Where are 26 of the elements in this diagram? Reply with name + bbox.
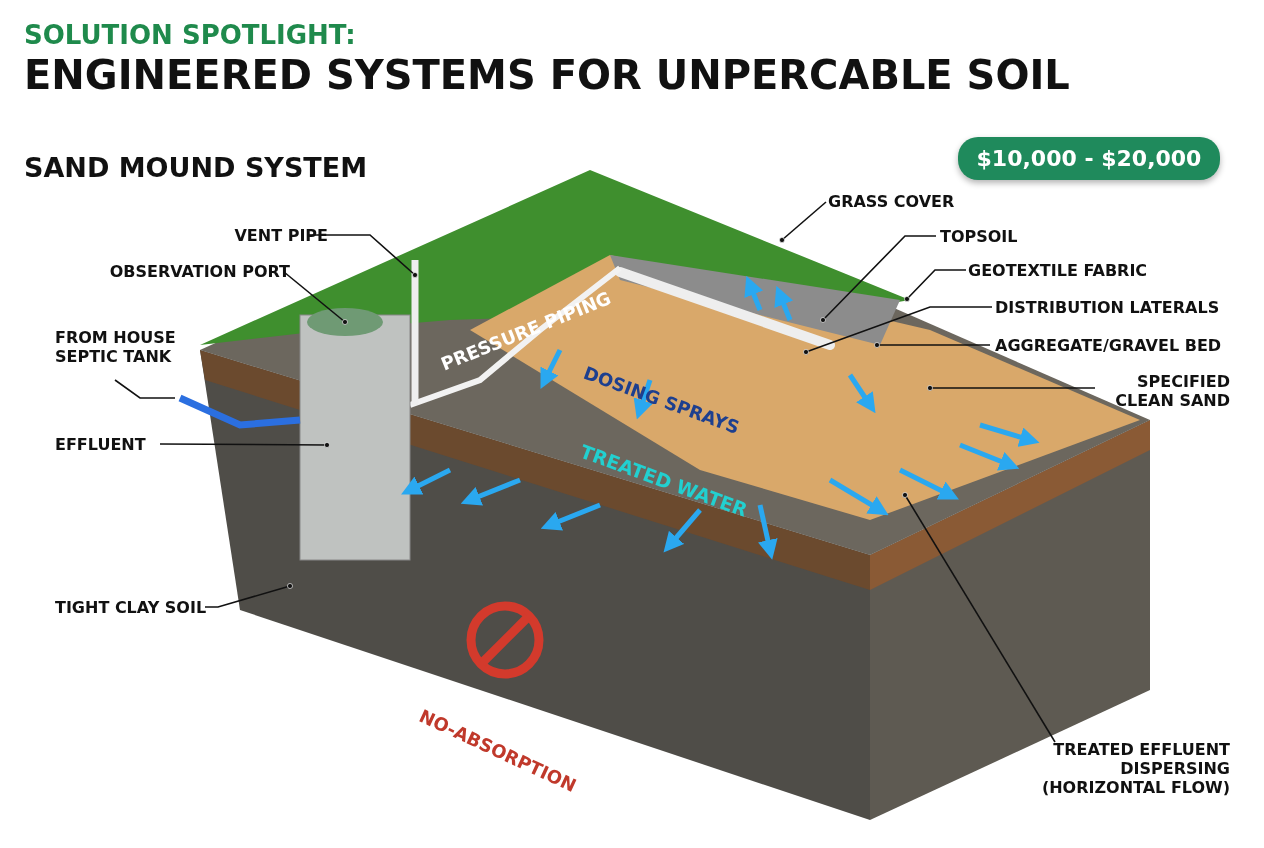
leader-line (159, 442, 330, 448)
leader-line (902, 492, 1056, 743)
callout-label: GEOTEXTILE FABRIC (968, 261, 1168, 280)
leader-line (779, 201, 827, 243)
leader-line (283, 271, 348, 325)
leader-line (204, 583, 293, 608)
price-badge: $10,000 - $20,000 (958, 137, 1220, 180)
callout-label: SPECIFIED CLEAN SAND (1100, 372, 1230, 410)
system-name: SAND MOUND SYSTEM (24, 152, 368, 183)
callout-label: TIGHT CLAY SOIL (55, 598, 215, 617)
leader-line (820, 235, 937, 323)
callout-label: TOPSOIL (940, 227, 1040, 246)
callout-label: DISTRIBUTION LATERALS (995, 298, 1225, 317)
callout-label: AGGREGATE/GRAVEL BED (995, 336, 1235, 355)
callout-label: FROM HOUSE SEPTIC TANK (55, 328, 185, 366)
callout-label: GRASS COVER (828, 192, 968, 211)
callout-label: EFFLUENT (55, 435, 165, 454)
section-heading: SOLUTION SPOTLIGHT: (24, 20, 356, 50)
page-title: ENGINEERED SYSTEMS FOR UNPERCABLE SOIL (24, 52, 1070, 98)
leader-line (927, 385, 1096, 391)
callout-label: VENT PIPE (208, 226, 328, 245)
leader-line (904, 269, 967, 302)
callout-label: OBSERVATION PORT (70, 262, 290, 281)
leader-line (114, 379, 176, 399)
leader-line (803, 306, 993, 355)
callout-label: TREATED EFFLUENT DISPERSING (HORIZONTAL FLOW) (1030, 740, 1230, 797)
